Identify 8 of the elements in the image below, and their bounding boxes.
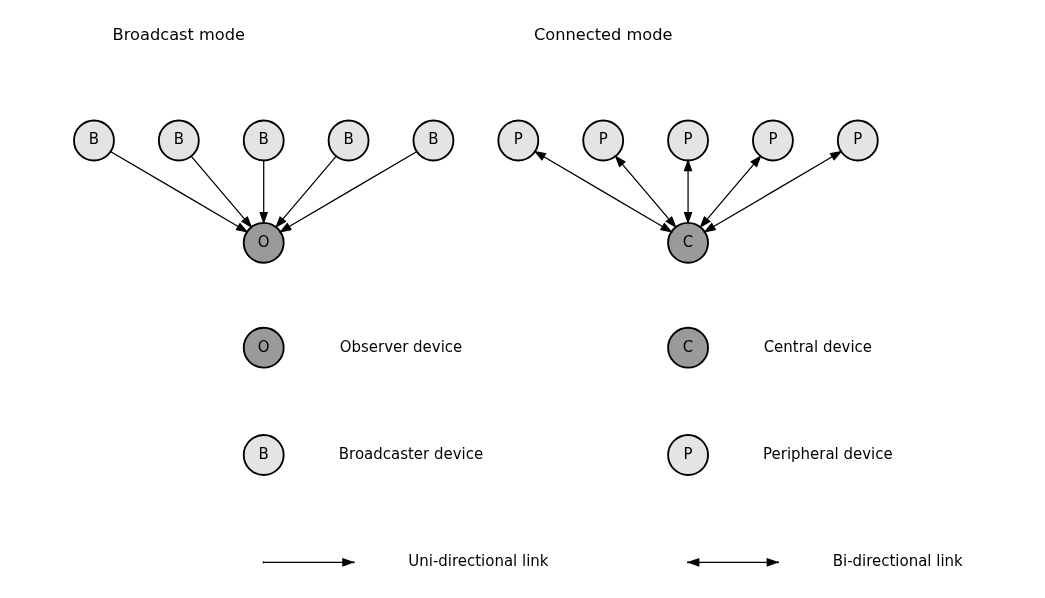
node-label: Central device xyxy=(763,337,872,356)
legend-label: Uni-directional link xyxy=(407,552,548,571)
label: Broadcast mode xyxy=(112,24,245,44)
node-label: Broadcaster device xyxy=(338,444,483,463)
node-label: Peripheral device xyxy=(762,444,893,463)
legend-label: Bi-directional link xyxy=(832,552,963,571)
node-label: Observer device xyxy=(339,337,462,356)
label: Connected mode xyxy=(533,24,672,44)
